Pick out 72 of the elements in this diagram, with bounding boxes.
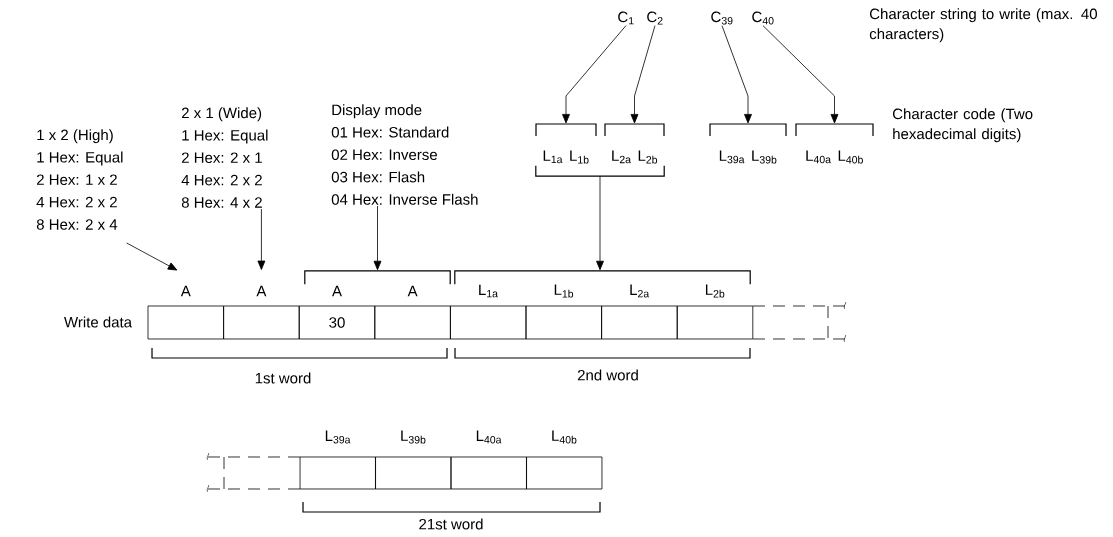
bracket xyxy=(535,165,665,177)
field-label: L$_{1a}$ xyxy=(479,284,498,298)
data-cell xyxy=(450,456,527,490)
data-cell xyxy=(299,456,376,490)
character-label: C$_{40}$ xyxy=(752,11,774,25)
arrow xyxy=(721,25,752,124)
caption-text: Write data xyxy=(64,316,133,328)
caption-text: 21st word xyxy=(419,518,483,530)
field-label: A xyxy=(407,285,418,297)
data-cell xyxy=(374,305,451,340)
note-line: 04 Hex: Inverse Flash xyxy=(331,193,478,205)
arrow xyxy=(762,25,839,124)
data-cell xyxy=(223,305,300,340)
character-label: C$_{1}$ xyxy=(618,11,634,25)
arrow xyxy=(630,25,656,124)
field-label: L$_{39b}$ xyxy=(401,430,426,444)
note-line: 1 x 2 (High) xyxy=(37,129,113,144)
bracket-group xyxy=(535,123,597,164)
note-line: 03 Hex: Flash xyxy=(331,171,425,183)
code-label: L$_{2b}$ xyxy=(638,150,658,164)
note-line: 1 Hex: Equal xyxy=(37,151,123,166)
data-cell: 30 xyxy=(298,305,376,340)
caption-text: 1st word xyxy=(255,372,311,384)
arrow xyxy=(126,242,178,271)
character-label: C$_{2}$ xyxy=(647,11,663,25)
arrow xyxy=(373,205,382,271)
note-line: 4 Hex: 2 x 2 xyxy=(36,196,117,208)
data-cell xyxy=(375,456,452,490)
field-label: L$_{39a}$ xyxy=(325,430,351,444)
character-label: C$_{39}$ xyxy=(711,11,733,25)
caption-text: 2nd word xyxy=(577,369,638,381)
field-label: L$_{40b}$ xyxy=(552,430,577,444)
field-label: L$_{2b}$ xyxy=(705,284,725,298)
note-line: 01 Hex: Standard xyxy=(331,126,449,138)
note-line: 8 Hex: 2 x 4 xyxy=(36,219,118,230)
field-label: A xyxy=(256,285,267,297)
note-line: 2 Hex: 1 x 2 xyxy=(36,174,117,185)
code-label: L$_{40a}$ xyxy=(806,150,831,164)
bracket-group xyxy=(604,123,665,164)
note-line: 2 x 1 (Wide) xyxy=(181,107,262,122)
code-label: L$_{39b}$ xyxy=(752,150,777,164)
data-cell xyxy=(147,305,224,340)
note-text: Character string to write (max. 40 characters) xyxy=(869,8,1097,43)
bracket xyxy=(304,270,451,285)
field-label: L$_{2a}$ xyxy=(630,284,650,298)
data-cell xyxy=(450,305,527,340)
note-line: 1 Hex: Equal xyxy=(182,129,268,144)
code-label: L$_{39a}$ xyxy=(719,150,745,164)
data-cell xyxy=(526,456,603,490)
arrow xyxy=(257,208,266,270)
note-line: 02 Hex: Inverse xyxy=(331,149,437,160)
code-label: L$_{40b}$ xyxy=(838,150,863,164)
code-label: L$_{1a}$ xyxy=(543,150,563,164)
data-cell xyxy=(601,305,678,340)
data-cell xyxy=(676,305,754,340)
field-label: A xyxy=(332,285,342,297)
bracket xyxy=(454,270,751,285)
bracket-group xyxy=(795,123,874,164)
field-label: L$_{1b}$ xyxy=(554,284,574,298)
note-line: Display mode xyxy=(332,104,422,119)
note-line: 8 Hex: 4 x 2 xyxy=(181,197,262,208)
arrow xyxy=(562,25,627,124)
code-label: L$_{1b}$ xyxy=(570,150,589,164)
data-cell xyxy=(525,305,602,340)
note-text: Character code (Two hexadecimal digits) xyxy=(892,108,1033,143)
note-line: 2 Hex: 2 x 1 xyxy=(181,152,262,163)
field-label: A xyxy=(180,285,191,297)
arrow xyxy=(596,175,604,271)
bracket-group xyxy=(709,123,787,164)
note-line: 4 Hex: 2 x 2 xyxy=(181,174,262,186)
code-label: L$_{2a}$ xyxy=(612,150,631,164)
field-label: L$_{40a}$ xyxy=(476,430,502,444)
